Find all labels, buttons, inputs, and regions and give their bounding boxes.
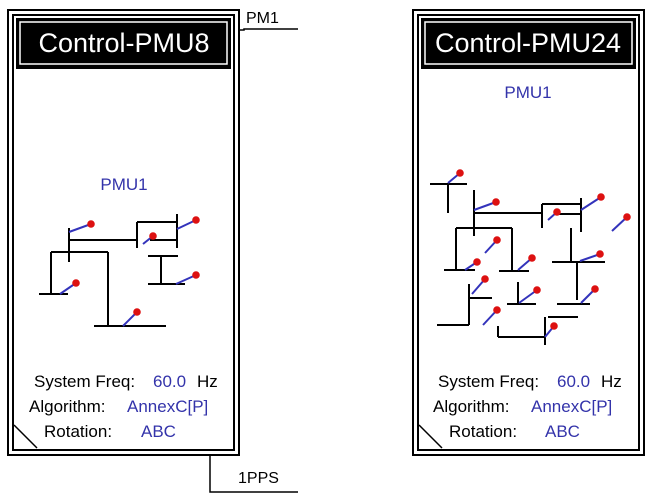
param-label-freq: System Freq: [34, 372, 135, 391]
pmu-label: PMU1 [100, 175, 147, 194]
block-inner-border [12, 14, 235, 451]
param-value-freq: 60.0 [557, 372, 590, 391]
block-control-pmu8[interactable]: Control-PMU8 PMU1 System Freq: 60.0 Hz A… [7, 9, 240, 456]
network-icon [39, 214, 200, 327]
block-title-frame [19, 21, 228, 65]
network-icon [430, 169, 631, 345]
port-pm1-label: PM1 [246, 10, 279, 27]
block-control-pmu24[interactable]: Control-PMU24 PMU1 System Freq: 60.0 Hz … [412, 9, 645, 456]
param-label-rotation: Rotation: [449, 422, 517, 441]
param-label-freq: System Freq: [438, 372, 539, 391]
resize-corner-icon[interactable] [418, 424, 443, 449]
pmu-label: PMU1 [504, 83, 551, 102]
block-outer-border [7, 9, 240, 456]
port-1pps-wire[interactable] [209, 455, 298, 493]
block-inner-border [417, 14, 640, 451]
param-unit-freq: Hz [601, 372, 622, 391]
param-label-algorithm: Algorithm: [29, 397, 106, 416]
param-value-algorithm: AnnexC[P] [531, 397, 612, 416]
param-value-freq: 60.0 [153, 372, 186, 391]
resize-corner-icon[interactable] [13, 424, 38, 449]
block-title: Control-PMU8 [38, 28, 209, 58]
block-title-bar [16, 18, 231, 68]
param-label-algorithm: Algorithm: [433, 397, 510, 416]
block-title-frame [424, 21, 633, 65]
block-title: Control-PMU24 [435, 28, 621, 58]
param-label-rotation: Rotation: [44, 422, 112, 441]
block-title-bar [421, 18, 636, 68]
param-value-rotation: ABC [545, 422, 580, 441]
param-value-algorithm: AnnexC[P] [127, 397, 208, 416]
block-outer-border [412, 9, 645, 456]
port-pm1-wire[interactable] [239, 28, 298, 31]
param-unit-freq: Hz [197, 372, 218, 391]
param-value-rotation: ABC [141, 422, 176, 441]
port-1pps-label: 1PPS [238, 470, 279, 487]
